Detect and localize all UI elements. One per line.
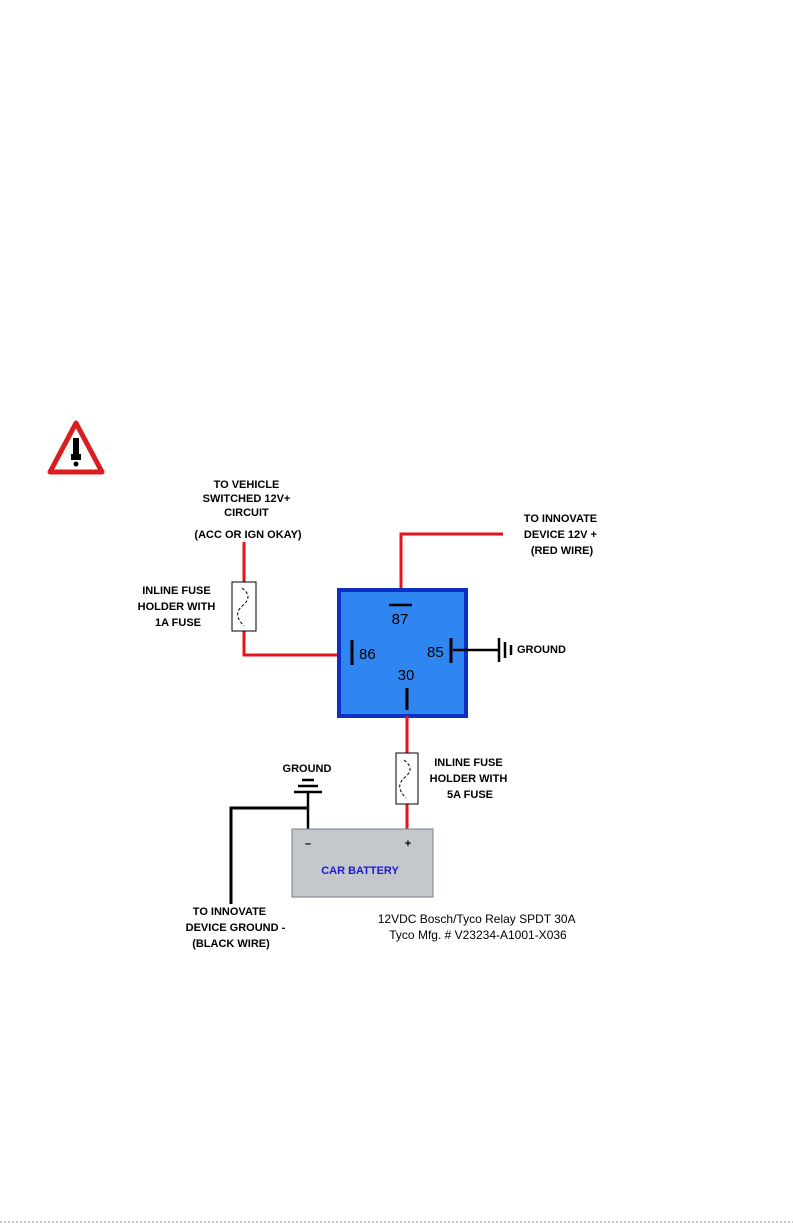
relay-pin-85: 85 xyxy=(427,644,444,661)
fuse-1a-label: INLINE FUSE HOLDER WITH 1A FUSE xyxy=(138,585,219,629)
wire-switched-12v xyxy=(244,542,346,655)
innovate-positive-label: TO INNOVATE DEVICE 12V + (RED WIRE) xyxy=(524,513,600,557)
fuse-5a-label: INLINE FUSE HOLDER WITH 5A FUSE xyxy=(430,757,511,801)
battery-ground-label: GROUND xyxy=(283,763,332,775)
relay-pin-86: 86 xyxy=(359,646,376,663)
relay-pin-30: 30 xyxy=(398,667,415,684)
fuse-holder-1a xyxy=(232,582,256,631)
battery-ground-symbol xyxy=(294,780,322,829)
battery-label: CAR BATTERY xyxy=(321,865,399,877)
innovate-ground-label: TO INNOVATE DEVICE GROUND - (BLACK WIRE) xyxy=(186,906,289,950)
relay-spec-note: 12VDC Bosch/Tyco Relay SPDT 30A Tyco Mfg… xyxy=(378,912,579,942)
warning-triangle-icon xyxy=(50,423,102,472)
relay: 87 86 85 30 xyxy=(339,590,466,716)
battery-positive-terminal: + xyxy=(405,838,411,850)
vehicle-switched-label: TO VEHICLE SWITCHED 12V+ CIRCUIT (ACC OR… xyxy=(194,479,301,541)
fuse-holder-5a xyxy=(396,753,418,804)
battery-negative-terminal: – xyxy=(305,838,311,850)
car-battery: – + CAR BATTERY xyxy=(292,829,433,897)
relay-pin-87: 87 xyxy=(392,611,409,628)
relay-ground-label: GROUND xyxy=(517,644,566,656)
